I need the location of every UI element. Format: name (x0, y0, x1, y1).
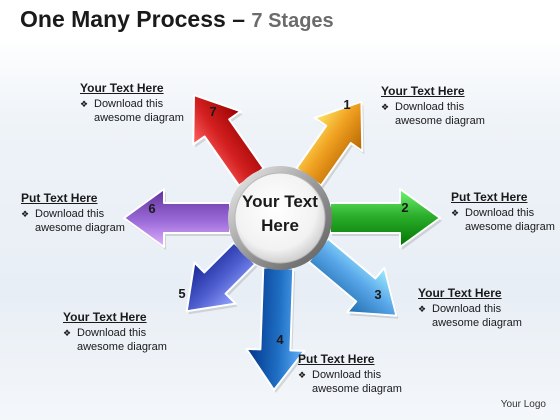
diamond-bullet-icon: ❖ (63, 328, 72, 338)
diamond-bullet-icon: ❖ (21, 209, 30, 219)
stage-number-7: 7 (209, 104, 217, 119)
stage-number-2: 2 (401, 200, 409, 215)
stage-number-3: 3 (374, 287, 382, 302)
stage-number-4: 4 (276, 332, 284, 347)
stage-1-bullet: Download this awesome diagram (395, 101, 485, 127)
stage-7-text: Your Text Here ❖ Download this awesome di… (80, 81, 184, 125)
center-label-line1: Your Text (242, 192, 318, 211)
title-main: One Many Process – (20, 6, 252, 32)
center-label: Your Text Here (236, 190, 324, 238)
stage-2-bullet: Download this awesome diagram (465, 207, 555, 233)
arrow-4 (245, 266, 306, 391)
diamond-bullet-icon: ❖ (381, 102, 390, 112)
arrow-6 (123, 188, 231, 248)
stage-4-heading: Put Text Here (298, 352, 375, 366)
stage-6-bullet: Download this awesome diagram (35, 208, 125, 234)
arrow-1 (295, 100, 364, 187)
diamond-bullet-icon: ❖ (298, 370, 307, 380)
arrow-5 (185, 241, 257, 313)
title-sub: 7 Stages (251, 10, 334, 32)
stage-3-bullet: Download this awesome diagram (432, 303, 522, 329)
stage-1-text: Your Text Here ❖ Download this awesome di… (381, 84, 485, 128)
stage-3-text: Your Text Here ❖ Download this awesome di… (418, 286, 522, 330)
arrow-7 (192, 94, 265, 187)
stage-1-heading: Your Text Here (381, 84, 465, 98)
title-bar (0, 0, 560, 42)
stage-2-heading: Put Text Here (451, 190, 528, 204)
stage-7-heading: Your Text Here (80, 81, 164, 95)
arrow-2 (329, 188, 441, 248)
stage-7-bullet: Download this awesome diagram (94, 98, 184, 124)
stage-4-bullet: Download this awesome diagram (312, 369, 402, 395)
hub-circle (234, 172, 326, 264)
stage-6-text: Put Text Here ❖ Download this awesome dia… (21, 191, 125, 235)
stage-4-text: Put Text Here ❖ Download this awesome dia… (298, 352, 402, 396)
diamond-bullet-icon: ❖ (418, 304, 427, 314)
stage-2-text: Put Text Here ❖ Download this awesome dia… (451, 190, 555, 234)
center-label-line2: Here (261, 216, 299, 235)
stage-5-heading: Your Text Here (63, 310, 147, 324)
logo-text: Your Logo (500, 399, 546, 410)
stage-6-heading: Put Text Here (21, 191, 98, 205)
stage-number-5: 5 (178, 286, 186, 301)
diamond-bullet-icon: ❖ (80, 99, 89, 109)
arrow-3 (307, 237, 398, 317)
arrow-group (123, 94, 442, 393)
stage-5-bullet: Download this awesome diagram (77, 327, 167, 353)
stage-5-text: Your Text Here ❖ Download this awesome di… (63, 310, 167, 354)
diamond-bullet-icon: ❖ (451, 208, 460, 218)
stage-number-6: 6 (148, 201, 156, 216)
stage-3-heading: Your Text Here (418, 286, 502, 300)
page-title: One Many Process – 7 Stages (20, 6, 334, 33)
stage-number-1: 1 (343, 97, 351, 112)
